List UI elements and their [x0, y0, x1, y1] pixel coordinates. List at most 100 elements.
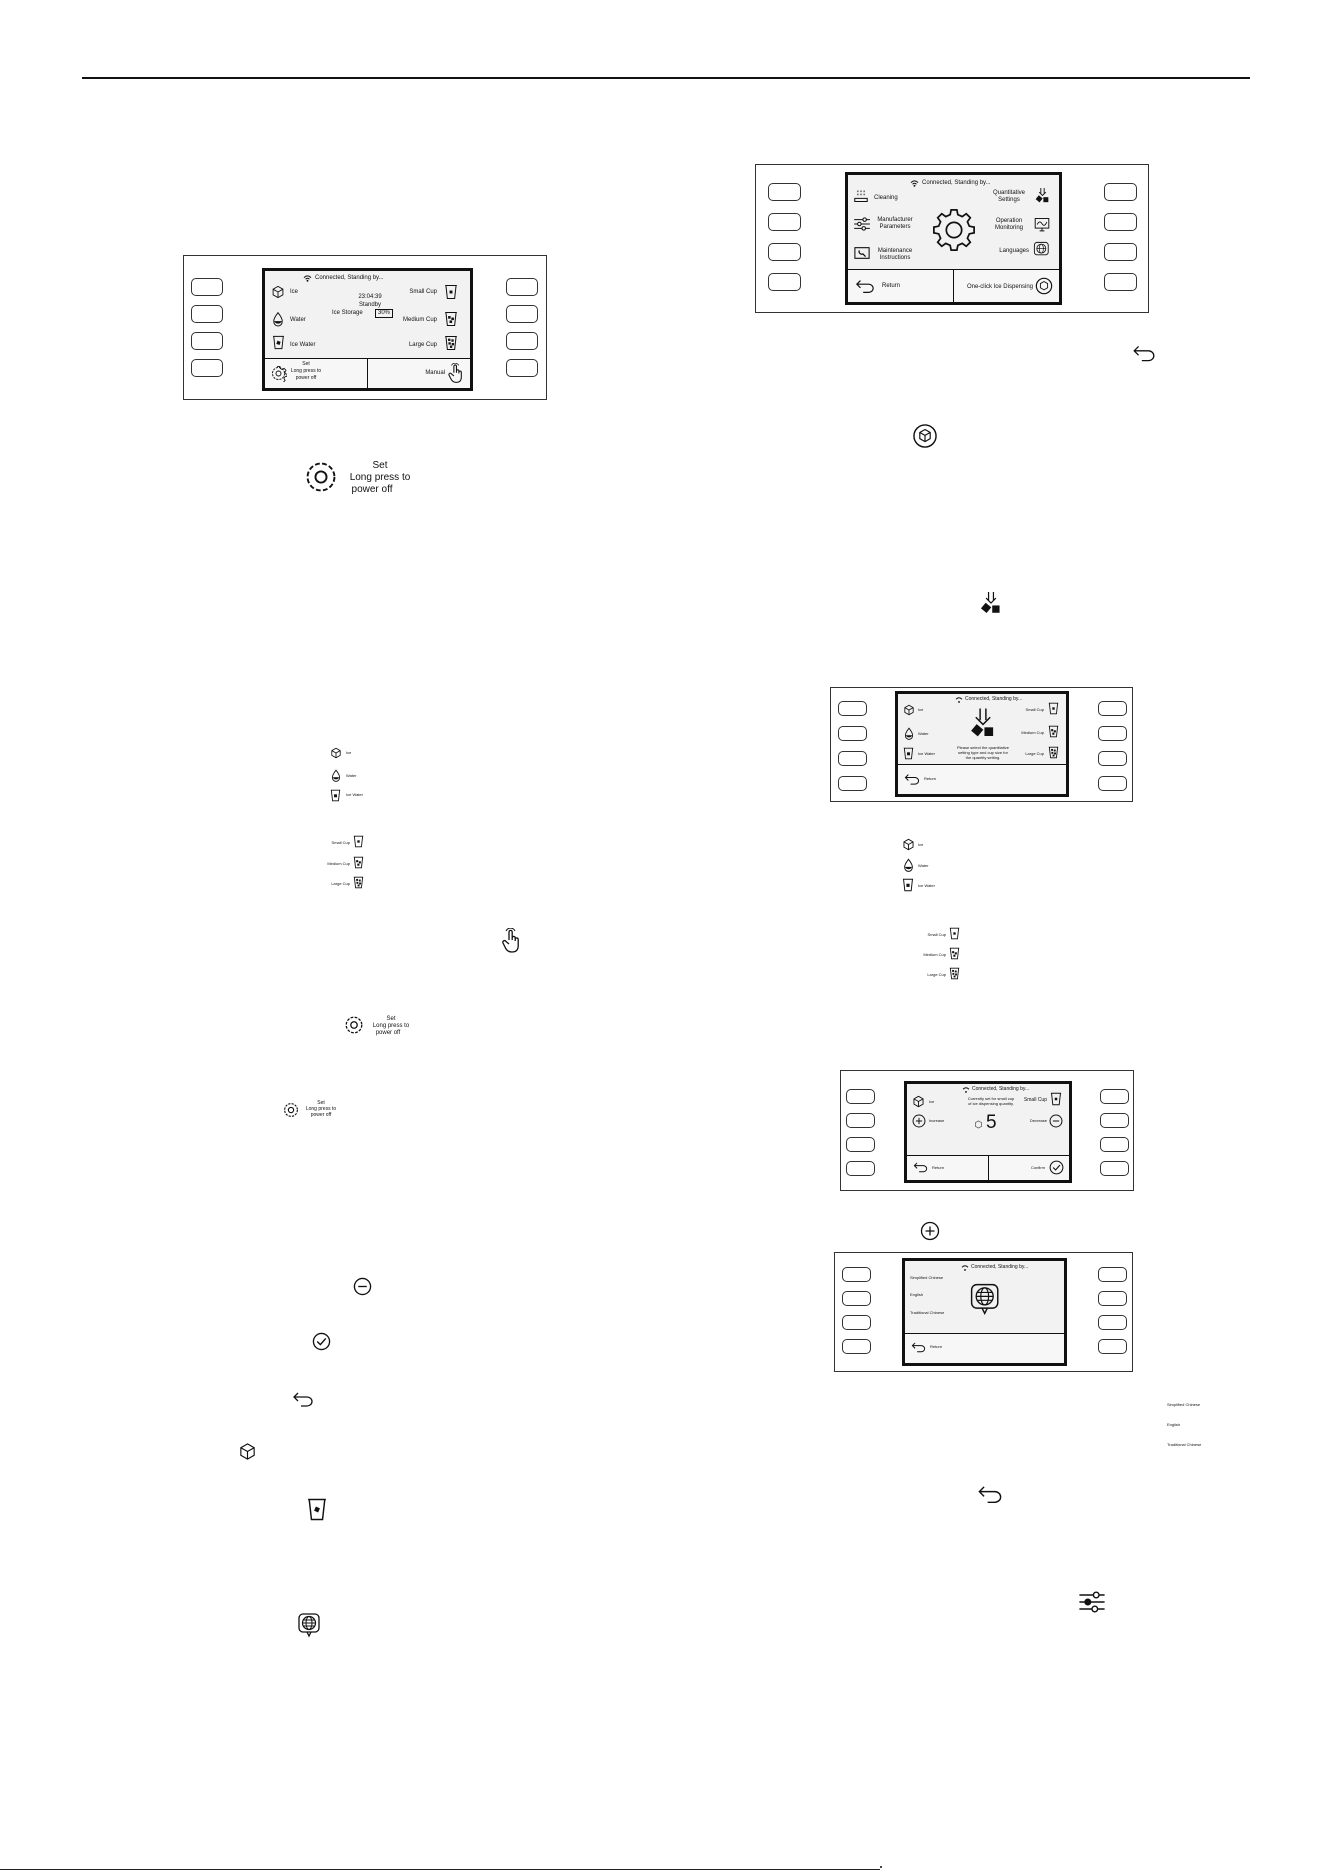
decrease-minus-icon[interactable] — [1049, 1114, 1063, 1128]
left-button-1[interactable] — [846, 1089, 875, 1104]
language-simplified-chinese[interactable]: Simplified Chinese — [910, 1275, 944, 1280]
water-drop-icon[interactable] — [903, 727, 915, 740]
medium-cup-icon[interactable] — [444, 311, 458, 327]
right-button-1[interactable] — [1100, 1089, 1129, 1104]
manufacturer-label-2[interactable]: Parameters — [879, 224, 911, 230]
gear-icon[interactable] — [270, 365, 287, 382]
water-label[interactable]: Water — [918, 731, 929, 736]
languages-label[interactable]: Languages — [999, 248, 1029, 254]
maintenance-wrench-icon[interactable] — [853, 245, 871, 261]
set-label[interactable]: Set — [302, 361, 310, 367]
right-button-4[interactable] — [506, 359, 538, 377]
increase-label[interactable]: Increase — [929, 1118, 945, 1123]
right-button-2[interactable] — [506, 305, 538, 323]
language-traditional-chinese[interactable]: Traditional Chinese — [910, 1310, 945, 1315]
right-button-3[interactable] — [1098, 1315, 1127, 1330]
ice-water-cup-icon[interactable] — [903, 747, 914, 760]
ice-cube-icon[interactable] — [912, 1095, 925, 1108]
ice-label[interactable]: Ice — [918, 707, 924, 712]
ice-water-label[interactable]: Ice Water — [918, 751, 935, 756]
right-button-4[interactable] — [1098, 776, 1127, 791]
cleaning-icon[interactable] — [853, 189, 869, 203]
operation-label[interactable]: Operation — [995, 218, 1023, 224]
set-label-2[interactable]: Long press to — [290, 368, 322, 374]
small-cup-icon[interactable] — [1050, 1092, 1062, 1106]
left-button-4[interactable] — [191, 359, 223, 377]
one-click-label[interactable]: One-click Ice Dispensing — [966, 284, 1033, 290]
ice-cube-icon[interactable] — [903, 704, 915, 716]
small-cup-icon[interactable] — [444, 284, 458, 300]
maintenance-label-2[interactable]: Instructions — [879, 255, 911, 261]
confirm-check-icon[interactable] — [1049, 1160, 1064, 1175]
right-button-3[interactable] — [1098, 751, 1127, 766]
water-label[interactable]: Water — [290, 317, 306, 323]
language-globe-icon[interactable] — [1033, 241, 1051, 259]
large-cup-icon[interactable] — [1048, 746, 1059, 759]
manufacturer-label[interactable]: Manufacturer — [877, 217, 913, 223]
small-cup-label[interactable]: Small Cup — [1023, 1097, 1047, 1103]
one-click-ice-icon[interactable] — [1035, 277, 1053, 295]
right-button-3[interactable] — [1104, 243, 1137, 261]
right-button-3[interactable] — [506, 332, 538, 350]
return-label[interactable]: Return — [924, 776, 937, 781]
small-cup-label[interactable]: Small Cup — [1025, 707, 1044, 712]
left-button-2[interactable] — [768, 213, 801, 231]
ice-water-cup-icon[interactable] — [272, 335, 285, 350]
large-cup-label[interactable]: Large Cup — [1025, 751, 1044, 756]
language-english[interactable]: English — [910, 1292, 924, 1297]
monitor-icon[interactable] — [1034, 217, 1050, 232]
maintenance-label[interactable]: Maintenance — [877, 248, 913, 254]
left-button-2[interactable] — [838, 726, 867, 741]
medium-cup-label[interactable]: Medium Cup — [402, 317, 437, 323]
return-label[interactable]: Return — [882, 283, 901, 289]
return-label[interactable]: Return — [932, 1165, 945, 1170]
left-button-4[interactable] — [842, 1339, 871, 1354]
sliders-icon[interactable] — [853, 217, 871, 231]
decrease-label[interactable]: Decrease — [1029, 1118, 1047, 1123]
left-button-3[interactable] — [842, 1315, 871, 1330]
left-button-4[interactable] — [846, 1161, 875, 1176]
return-arrow-icon[interactable] — [904, 773, 920, 785]
small-cup-icon[interactable] — [1048, 702, 1059, 715]
medium-cup-label[interactable]: Medium Cup — [1021, 730, 1044, 735]
left-button-2[interactable] — [842, 1291, 871, 1306]
left-button-1[interactable] — [191, 278, 223, 296]
left-button-3[interactable] — [846, 1137, 875, 1152]
large-cup-icon[interactable] — [444, 335, 458, 351]
return-arrow-icon[interactable] — [913, 1161, 928, 1173]
right-button-4[interactable] — [1104, 273, 1137, 291]
right-button-1[interactable] — [1098, 1267, 1127, 1282]
left-button-3[interactable] — [768, 243, 801, 261]
ice-label[interactable]: Ice — [929, 1099, 935, 1104]
left-button-1[interactable] — [842, 1267, 871, 1282]
left-button-2[interactable] — [191, 305, 223, 323]
ice-label[interactable]: Ice — [290, 289, 299, 295]
operation-label-2[interactable]: Monitoring — [994, 225, 1023, 231]
manual-label[interactable]: Manual — [425, 370, 445, 376]
right-button-1[interactable] — [506, 278, 538, 296]
right-button-3[interactable] — [1100, 1137, 1129, 1152]
confirm-label[interactable]: Confirm — [1030, 1165, 1045, 1170]
large-cup-label[interactable]: Large Cup — [408, 342, 437, 348]
left-button-1[interactable] — [838, 701, 867, 716]
left-button-4[interactable] — [768, 273, 801, 291]
return-label[interactable]: Return — [930, 1344, 943, 1349]
right-button-2[interactable] — [1104, 213, 1137, 231]
left-button-3[interactable] — [191, 332, 223, 350]
right-button-1[interactable] — [1104, 183, 1137, 201]
quantitative-label[interactable]: Quantitative — [992, 190, 1026, 196]
small-cup-label[interactable]: Small Cup — [409, 289, 437, 295]
left-button-1[interactable] — [768, 183, 801, 201]
right-button-2[interactable] — [1100, 1113, 1129, 1128]
left-button-3[interactable] — [838, 751, 867, 766]
left-button-4[interactable] — [838, 776, 867, 791]
medium-cup-icon[interactable] — [1048, 725, 1059, 738]
right-button-1[interactable] — [1098, 701, 1127, 716]
ice-water-label[interactable]: Ice Water — [290, 342, 316, 348]
quantitative-ice-icon[interactable] — [1035, 187, 1050, 204]
right-button-4[interactable] — [1100, 1161, 1129, 1176]
increase-plus-icon[interactable] — [912, 1114, 926, 1128]
right-button-2[interactable] — [1098, 1291, 1127, 1306]
ice-cube-icon[interactable] — [271, 285, 285, 299]
cleaning-label[interactable]: Cleaning — [874, 195, 898, 201]
